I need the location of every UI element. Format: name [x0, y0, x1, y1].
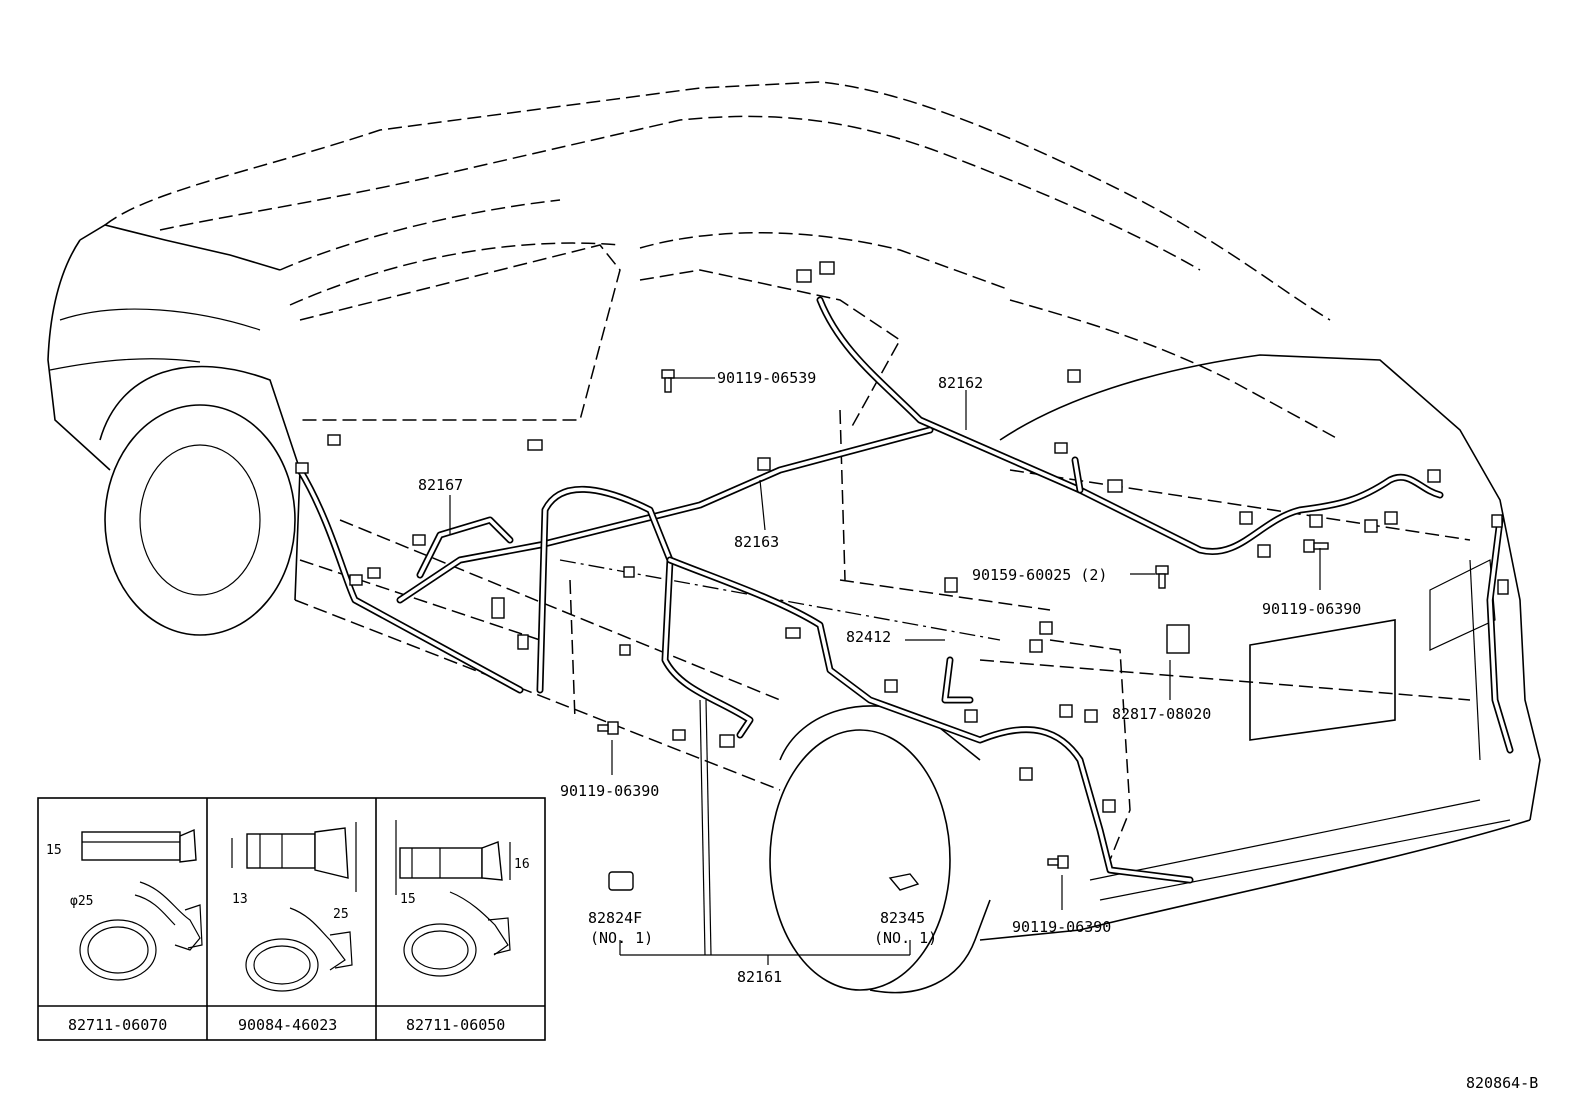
- diagram-id: 820864-B: [1466, 1074, 1538, 1092]
- clamp2-dim-a: 13: [232, 892, 248, 907]
- harness-82161: [536, 485, 1194, 884]
- clamp1-dim-b: φ25: [70, 894, 93, 909]
- label-82161: 82161: [737, 968, 782, 986]
- label-82345: 82345: [880, 909, 925, 927]
- label-82167: 82167: [418, 476, 463, 494]
- connectors: [295, 261, 1509, 813]
- bolt-icons: [597, 369, 1329, 869]
- part-labels: 82162 82167 82163 82412 82817-08020 9011…: [418, 369, 1538, 1092]
- bolt-icon: [1155, 565, 1169, 589]
- part-82824f-icon: [608, 871, 634, 891]
- bolt-icon: [597, 721, 619, 735]
- label-90159-60025: 90159-60025 (2): [972, 566, 1107, 584]
- clamp-90084-46023: 13 25 90084-46023: [231, 822, 357, 1034]
- clamp2-dim-b: 25: [333, 907, 349, 922]
- clamp3-part: 82711-06050: [406, 1016, 505, 1034]
- label-90119-06390-bottom: 90119-06390: [1012, 918, 1111, 936]
- label-82162: 82162: [938, 374, 983, 392]
- harness-82167: [1486, 516, 1514, 754]
- label-82824f: 82824F: [588, 909, 642, 927]
- clamp-detail-table: 15 φ25 82711-06070 13 25 90084-46023: [37, 797, 546, 1041]
- harness-82162: [816, 296, 1444, 556]
- clamp-82711-06050: 15 16 82711-06050: [395, 820, 530, 1034]
- label-82345-sub: (NO. 1): [874, 929, 937, 947]
- label-90119-06390-left: 90119-06390: [560, 782, 659, 800]
- clamp2-part: 90084-46023: [238, 1016, 337, 1034]
- harness-82163: [296, 426, 934, 694]
- part-82345-icon: [888, 873, 920, 891]
- clamp1-dim-a: 15: [46, 843, 62, 858]
- bolt-icon: [1047, 855, 1069, 869]
- bolt-icon: [1303, 539, 1329, 553]
- label-90119-06539: 90119-06539: [717, 369, 816, 387]
- clamp3-dim-a: 15: [400, 892, 416, 907]
- label-90119-06390-right: 90119-06390: [1262, 600, 1361, 618]
- clamp-82711-06070: 15 φ25 82711-06070: [46, 828, 203, 1034]
- label-82824f-sub: (NO. 1): [590, 929, 653, 947]
- clamp3-dim-b: 16: [514, 857, 530, 872]
- label-82163: 82163: [734, 533, 779, 551]
- leader-lines: [449, 377, 1321, 965]
- clamp1-part: 82711-06070: [68, 1016, 167, 1034]
- label-82817: 82817-08020: [1112, 705, 1211, 723]
- label-82412: 82412: [846, 628, 891, 646]
- bolt-icon: [661, 369, 675, 393]
